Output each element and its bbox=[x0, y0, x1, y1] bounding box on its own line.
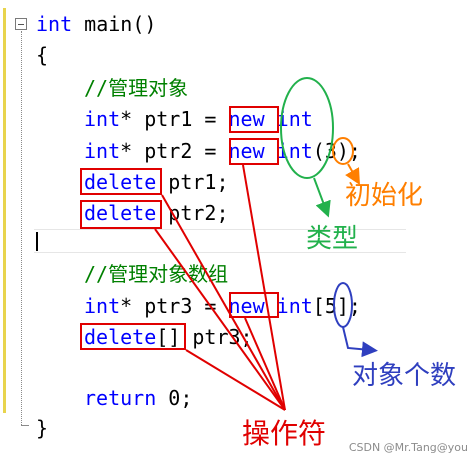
collapse-icon[interactable] bbox=[15, 18, 27, 30]
keyword-int: int bbox=[84, 107, 121, 131]
keyword-int: int bbox=[276, 294, 313, 318]
new-box-3 bbox=[229, 292, 279, 318]
code-text: ptr2; bbox=[156, 201, 229, 225]
comment-manage-object: //管理对象 bbox=[84, 76, 189, 100]
delete-array-box bbox=[80, 323, 186, 350]
delete-box-1 bbox=[80, 168, 162, 195]
change-marker-bar bbox=[3, 8, 6, 413]
code-text: 0; bbox=[156, 386, 193, 410]
code-line-3[interactable]: //管理对象 bbox=[84, 76, 188, 100]
code-text: main() bbox=[72, 12, 157, 36]
type-label: 类型 bbox=[306, 224, 359, 254]
watermark: CSDN @Mr.Tang@you bbox=[348, 441, 468, 454]
open-brace: { bbox=[36, 43, 49, 67]
object-count-label: 对象个数 bbox=[352, 361, 457, 391]
code-line-5[interactable]: int* ptr2 = new int(3); bbox=[84, 139, 361, 163]
comment-manage-object-array: //管理对象数组 bbox=[84, 262, 229, 286]
operator-line-new3 bbox=[244, 317, 286, 411]
count-ellipse bbox=[333, 282, 353, 328]
keyword-int: int bbox=[84, 139, 121, 163]
keyword-int: int bbox=[36, 12, 73, 36]
keyword-new: new bbox=[228, 139, 265, 163]
code-text: * ptr1 = bbox=[120, 107, 229, 131]
current-line-highlight bbox=[34, 229, 406, 253]
keyword-delete: delete bbox=[84, 325, 157, 349]
code-line-2[interactable]: { bbox=[36, 43, 48, 67]
operator-line-new2 bbox=[242, 164, 286, 411]
code-line-4[interactable]: int* ptr1 = new int bbox=[84, 107, 313, 131]
init-label: 初始化 bbox=[345, 181, 424, 211]
operator-label: 操作符 bbox=[242, 417, 327, 450]
keyword-delete: delete bbox=[84, 170, 157, 194]
keyword-return: return bbox=[84, 386, 157, 410]
code-line-14[interactable]: } bbox=[36, 416, 48, 440]
code-line-7[interactable]: delete ptr2; bbox=[84, 201, 229, 225]
new-box-2 bbox=[229, 138, 279, 165]
code-line-11[interactable]: delete[] ptr3; bbox=[84, 325, 253, 349]
keyword-new: new bbox=[228, 294, 265, 318]
operator-line-delete-array bbox=[185, 349, 286, 411]
count-arrow bbox=[342, 326, 378, 358]
close-brace: } bbox=[36, 416, 49, 440]
text-caret bbox=[36, 232, 38, 251]
operator-line-delete2 bbox=[154, 228, 286, 411]
type-ellipse bbox=[280, 77, 334, 179]
code-text: [] ptr3; bbox=[156, 325, 253, 349]
code-line-6[interactable]: delete ptr1; bbox=[84, 170, 229, 194]
code-line-1[interactable]: int main() bbox=[36, 12, 156, 36]
keyword-int: int bbox=[84, 294, 121, 318]
keyword-new: new bbox=[228, 107, 265, 131]
keyword-delete: delete bbox=[84, 201, 157, 225]
code-text: ptr1; bbox=[156, 170, 229, 194]
init-circle bbox=[332, 137, 354, 165]
code-line-9[interactable]: //管理对象数组 bbox=[84, 262, 228, 286]
delete-box-2 bbox=[80, 200, 162, 229]
init-arrow bbox=[345, 163, 360, 185]
operator-line-delete1 bbox=[161, 194, 286, 411]
type-arrow bbox=[313, 177, 331, 218]
new-box-1 bbox=[229, 106, 279, 133]
code-line-13[interactable]: return 0; bbox=[84, 386, 192, 410]
code-text: * ptr2 = bbox=[120, 139, 229, 163]
fold-guide-end bbox=[21, 425, 29, 426]
fold-guide-line bbox=[21, 31, 23, 425]
